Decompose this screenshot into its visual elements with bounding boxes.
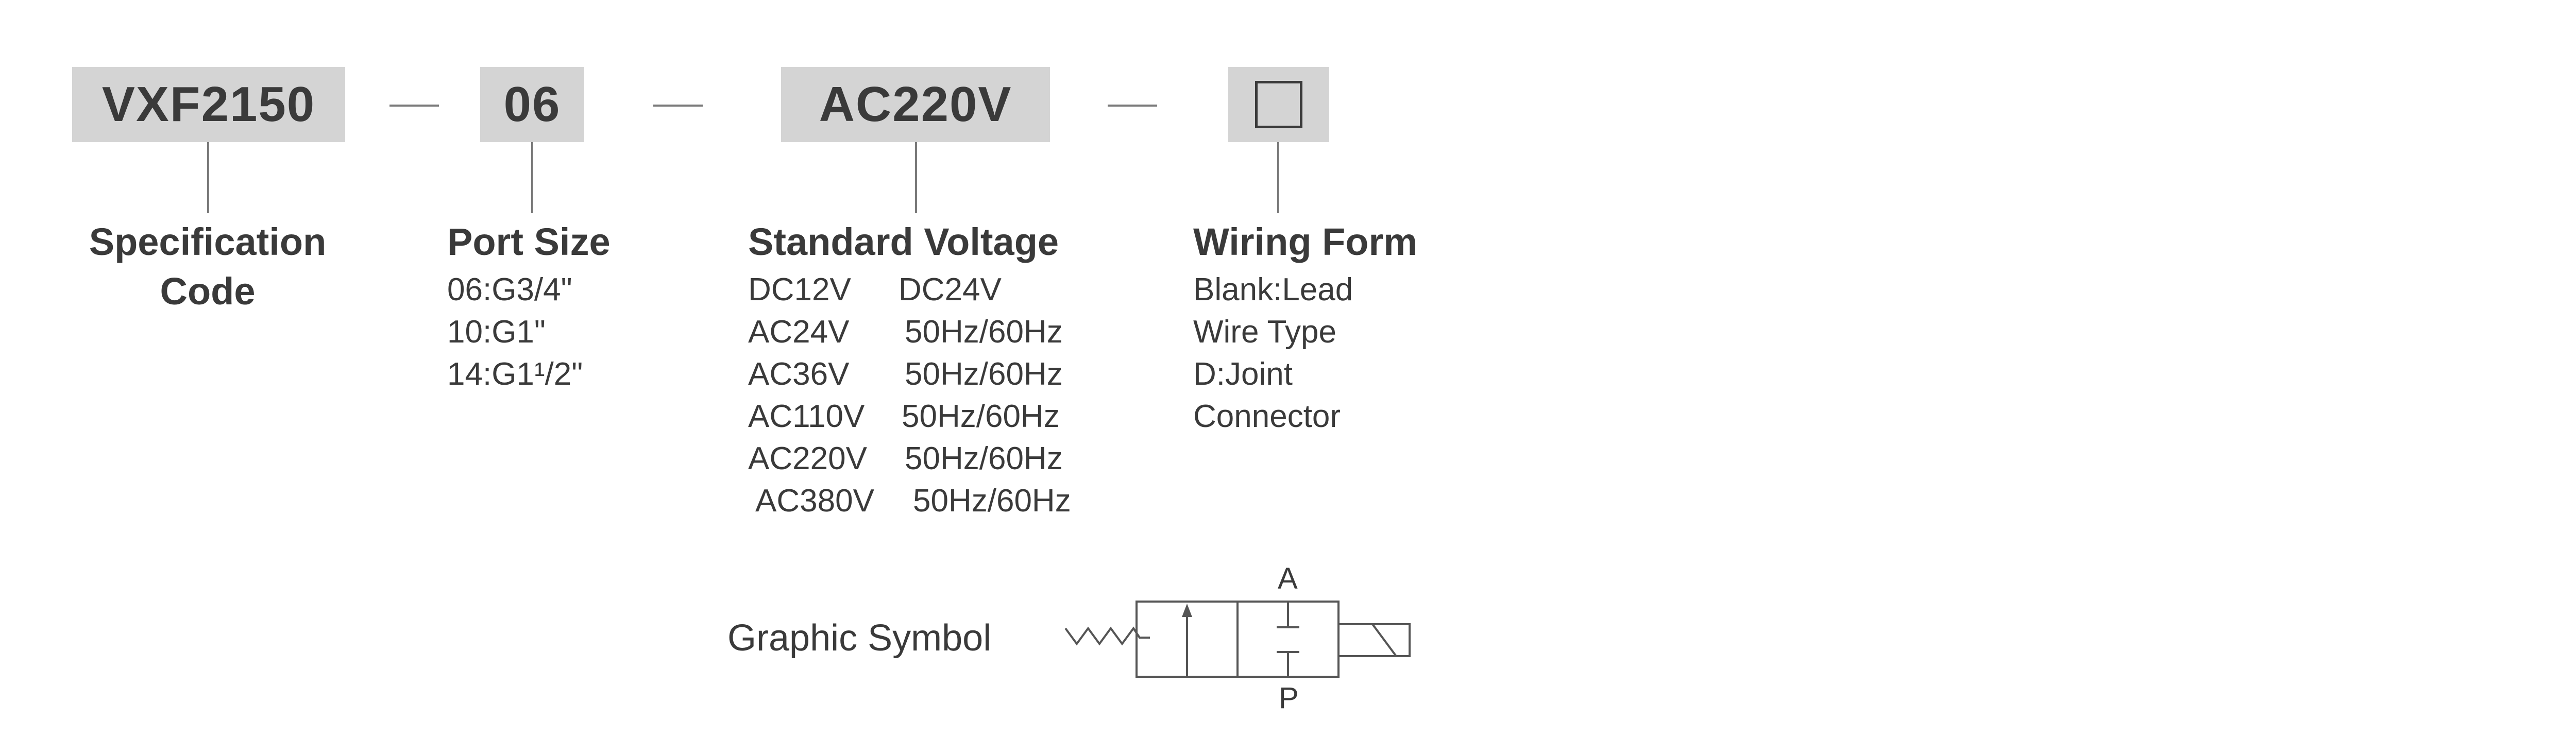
wiring-item: Wire Type: [1193, 314, 1336, 350]
connector-line: [207, 142, 209, 213]
graphic-symbol-caption: Graphic Symbol: [727, 618, 992, 659]
separator-dash: [653, 105, 703, 107]
port-heading: Port Size: [447, 220, 611, 263]
connector-line: [1277, 142, 1279, 213]
port-code-value: 06: [503, 77, 561, 132]
voltage-row-voltage: AC24V: [748, 314, 850, 350]
connector-line: [915, 142, 917, 213]
voltage-row-voltage: AC220V: [748, 441, 867, 476]
voltage-code-box: AC220V: [781, 67, 1050, 142]
port-item: 10:G1": [447, 314, 546, 350]
voltage-row-freq: 50Hz/60Hz: [913, 483, 1071, 519]
voltage-code-value: AC220V: [819, 77, 1012, 132]
voltage-row-freq: 50Hz/60Hz: [905, 356, 1063, 392]
port-item: 14:G1¹/2": [447, 356, 583, 392]
port-item: 06:G3/4": [447, 272, 572, 307]
port-p-label: P: [1279, 681, 1299, 715]
voltage-row-voltage: AC380V: [755, 483, 874, 519]
connector-line: [531, 142, 533, 213]
spec-heading-line1: Specification: [89, 220, 327, 263]
separator-dash: [1108, 105, 1157, 107]
valve-symbol-svg: [1064, 601, 1411, 678]
spec-code-box: VXF2150: [72, 67, 345, 142]
port-code-box: 06: [480, 67, 584, 142]
separator-dash: [389, 105, 439, 107]
empty-square-placeholder: [1255, 81, 1302, 128]
port-a-label: A: [1278, 562, 1298, 595]
spec-heading-line2: Code: [160, 270, 256, 313]
solenoid-box: [1337, 623, 1411, 657]
spec-code-value: VXF2150: [101, 77, 316, 132]
voltage-row-freq: 50Hz/60Hz: [905, 314, 1063, 350]
wiring-item: Connector: [1193, 399, 1341, 434]
solenoid-diagonal: [1371, 623, 1397, 657]
voltage-row-voltage: DC12V: [748, 272, 851, 307]
wiring-code-box: [1228, 67, 1329, 142]
voltage-row-voltage: AC110V: [748, 399, 865, 434]
wiring-item: D:Joint: [1193, 356, 1293, 392]
valve-graphic-symbol: A P: [1061, 562, 1412, 742]
voltage-row-freq: DC24V: [899, 272, 1002, 307]
wiring-item: Blank:Lead: [1193, 272, 1353, 307]
voltage-row-voltage: AC36V: [748, 356, 850, 392]
wiring-heading: Wiring Form: [1193, 220, 1418, 263]
spec-heading: Specification Code: [82, 217, 333, 316]
voltage-row-freq: 50Hz/60Hz: [902, 399, 1060, 434]
voltage-heading: Standard Voltage: [748, 220, 1059, 263]
flow-arrow-head: [1182, 604, 1192, 617]
voltage-row-freq: 50Hz/60Hz: [905, 441, 1063, 476]
